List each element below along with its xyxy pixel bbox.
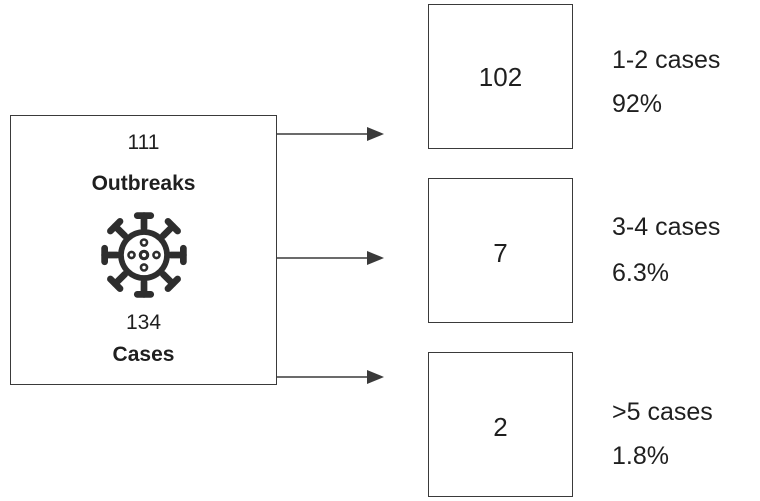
bucket-range-1-2: 1-2 cases — [612, 46, 721, 74]
bucket-count-3-4: 7 — [493, 238, 508, 268]
arrow-3-head — [367, 370, 384, 384]
bucket-range-3-4: 3-4 cases — [612, 213, 721, 241]
bucket-percent-3-4: 6.3% — [612, 259, 669, 287]
outbreaks-count: 111 — [127, 131, 160, 154]
bucket-box-1-2 — [428, 4, 573, 149]
cases-label: Cases — [112, 343, 175, 366]
bucket-count-5-plus: 2 — [493, 412, 508, 442]
bucket-range-5-plus: >5 cases — [612, 398, 713, 426]
bucket-percent-5-plus: 1.8% — [612, 442, 669, 470]
bucket-count-1-2: 102 — [478, 62, 523, 92]
cases-count: 134 — [125, 311, 162, 334]
bucket-box-3-4 — [428, 178, 573, 323]
arrow-2-head — [367, 251, 384, 265]
arrow-1-head — [367, 127, 384, 141]
virus-icon — [101, 212, 187, 298]
bucket-box-5-plus — [428, 352, 573, 497]
bucket-percent-1-2: 92% — [612, 90, 663, 118]
outbreaks-label: Outbreaks — [91, 172, 196, 195]
